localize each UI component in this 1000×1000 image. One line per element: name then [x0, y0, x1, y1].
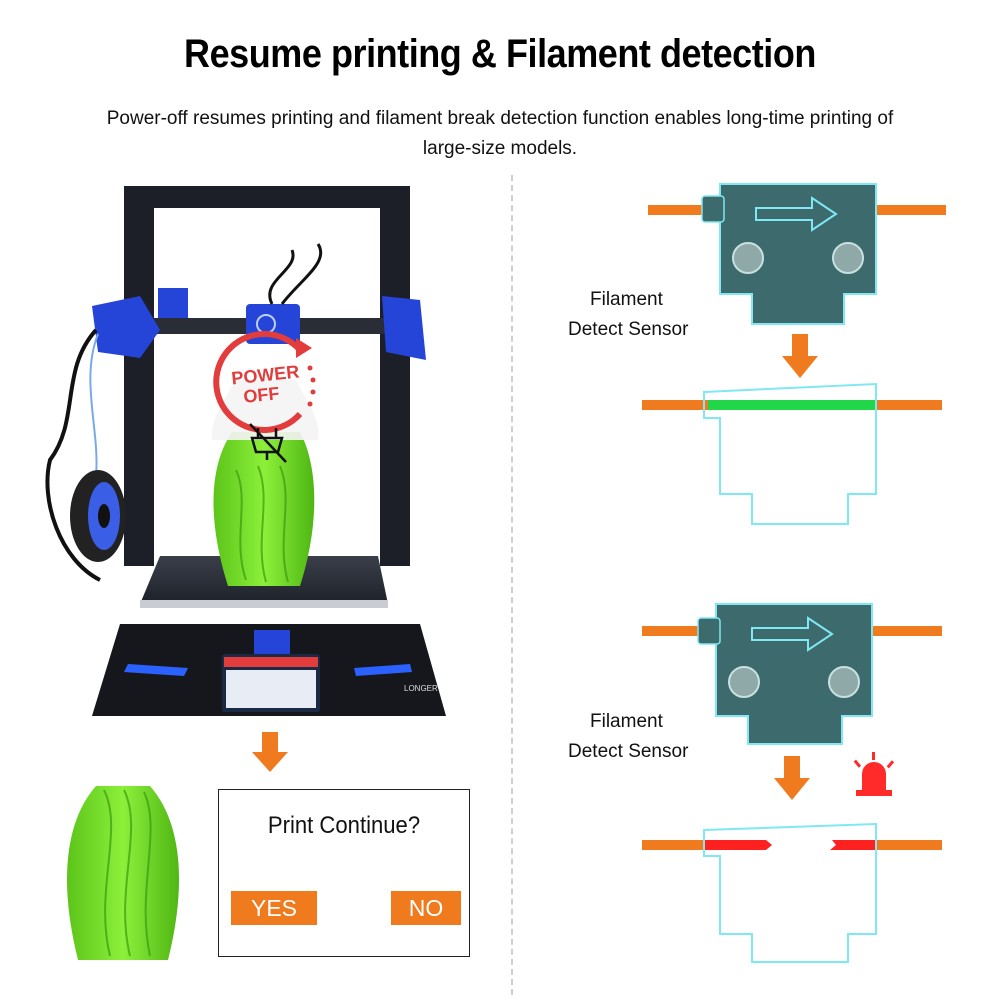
sensor-bottom-label-line1: Filament	[590, 711, 663, 732]
filament-line-left	[642, 400, 708, 410]
sensor-top-label-line1: Filament	[590, 289, 663, 310]
page-title: Resume printing & Filament detection	[184, 32, 816, 76]
printer-screen-header	[224, 657, 318, 667]
sensor-bottom-label: Filament Detect Sensor	[568, 707, 688, 767]
printer-frame-top-bar	[124, 186, 410, 208]
printer-base-light-left	[124, 664, 188, 676]
printer-frame-right-upright	[380, 186, 410, 566]
dialog-title: Print Continue?	[267, 812, 421, 839]
printer-left-bracket	[92, 296, 160, 358]
page-subtitle: Power-off resumes printing and filament …	[106, 108, 894, 159]
printer-top-bracket	[158, 288, 188, 318]
printer-bed-edge	[140, 600, 388, 608]
no-button[interactable]: NO	[391, 891, 461, 925]
yes-button[interactable]: YES	[231, 891, 317, 925]
printer-filament-feed	[89, 333, 99, 477]
sensor-screw-left-2	[728, 666, 760, 698]
alarm-light-icon	[853, 752, 895, 796]
sensor-outline-top	[703, 382, 877, 525]
finished-vase	[66, 786, 180, 960]
sensor-screw-right-2	[828, 666, 860, 698]
filament-in-left	[648, 205, 720, 215]
power-off-label-line2: OFF	[242, 383, 280, 407]
filament-in-left-2	[642, 626, 716, 636]
vase-ridges	[235, 465, 289, 583]
unplug-icon	[249, 423, 287, 463]
filament-broken-right	[830, 840, 876, 850]
sensor-top-label-line2: Detect Sensor	[568, 319, 689, 340]
printer-screen-body	[226, 670, 316, 708]
right-arrow-icon	[751, 616, 834, 652]
down-arrow-icon	[782, 334, 818, 378]
down-arrow-icon	[774, 756, 810, 800]
power-off-dots	[307, 365, 316, 407]
down-arrow-icon	[252, 732, 288, 772]
filament-broken-left	[704, 840, 772, 850]
filament-line-right-2	[876, 840, 942, 850]
printer-illustration: POWER OFF	[45, 186, 446, 716]
printer-cable	[268, 243, 323, 305]
sensor-screw-left	[732, 242, 764, 274]
power-off-ring-arrowhead	[296, 338, 312, 358]
filament-out-right	[868, 205, 946, 215]
printer-base-light-right	[354, 664, 412, 676]
printer-right-bracket	[382, 296, 426, 360]
sensor-inlet	[701, 195, 725, 223]
sensor-top-group	[642, 183, 946, 525]
sensor-screw-right	[832, 242, 864, 274]
printer-side-cable	[45, 328, 101, 582]
printer-blue-carriage	[254, 630, 290, 656]
print-continue-dialog: Print Continue? YES NO	[218, 789, 470, 957]
printer-frame-left-upright	[124, 186, 154, 566]
sensor-top-label: Filament Detect Sensor	[568, 285, 688, 345]
section-divider	[511, 175, 513, 995]
filament-line-right	[876, 400, 942, 410]
right-arrow-icon	[755, 196, 838, 232]
filament-spool-hub	[98, 504, 110, 528]
filament-line-left-2	[642, 840, 704, 850]
printer-brand-text: LONGER	[404, 684, 438, 693]
sensor-bottom-group	[642, 603, 942, 963]
power-off-ring-icon	[213, 331, 303, 433]
sensor-outline-bottom	[703, 822, 877, 963]
sensor-inlet-2	[697, 617, 721, 645]
sensor-bottom-label-line2: Detect Sensor	[568, 741, 689, 762]
filament-out-right-2	[868, 626, 942, 636]
filament-line-ok	[708, 400, 876, 410]
